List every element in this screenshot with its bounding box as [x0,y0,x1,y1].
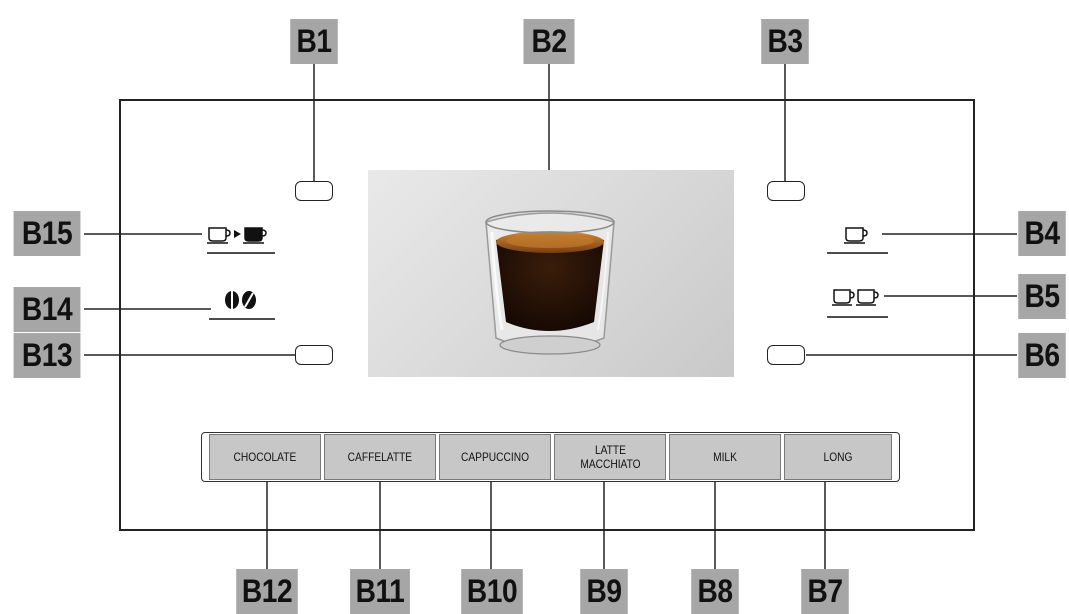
callout-b6: B6 [1018,333,1066,378]
bracket-button-b1[interactable] [295,181,333,201]
coffee-to-coffee-icon[interactable] [205,222,277,256]
latte-macchiato-button[interactable]: LATTE MACCHIATO [554,434,666,480]
control-panel [119,99,975,531]
cappuccino-button[interactable]: CAPPUCCINO [439,434,551,480]
callout-b7: B7 [801,569,849,614]
callout-b9: B9 [580,569,628,614]
long-button[interactable]: LONG [784,434,892,480]
callout-b2: B2 [523,19,575,64]
espresso-glass-image [485,210,615,355]
callout-b11: B11 [350,569,410,614]
callout-b13: B13 [13,333,81,378]
milk-button[interactable]: MILK [669,434,781,480]
coffee-beans-icon[interactable] [207,290,277,322]
single-cup-icon[interactable] [826,222,890,256]
callout-b5: B5 [1018,274,1066,319]
bracket-button-b3[interactable] [767,181,805,201]
bracket-button-b13[interactable] [295,345,333,365]
chocolate-button[interactable]: CHOCOLATE [209,434,321,480]
callout-b4: B4 [1018,211,1066,256]
callout-b1: B1 [290,19,338,64]
callout-b12: B12 [236,569,298,614]
caffelatte-button[interactable]: CAFFELATTE [324,434,436,480]
bracket-button-b6[interactable] [767,345,805,365]
callout-b10: B10 [461,569,523,614]
callout-b8: B8 [691,569,739,614]
callout-b14: B14 [13,287,81,332]
callout-b15: B15 [13,211,81,256]
callout-b3: B3 [761,19,809,64]
display-screen [368,170,734,377]
double-cup-icon[interactable] [826,286,890,320]
